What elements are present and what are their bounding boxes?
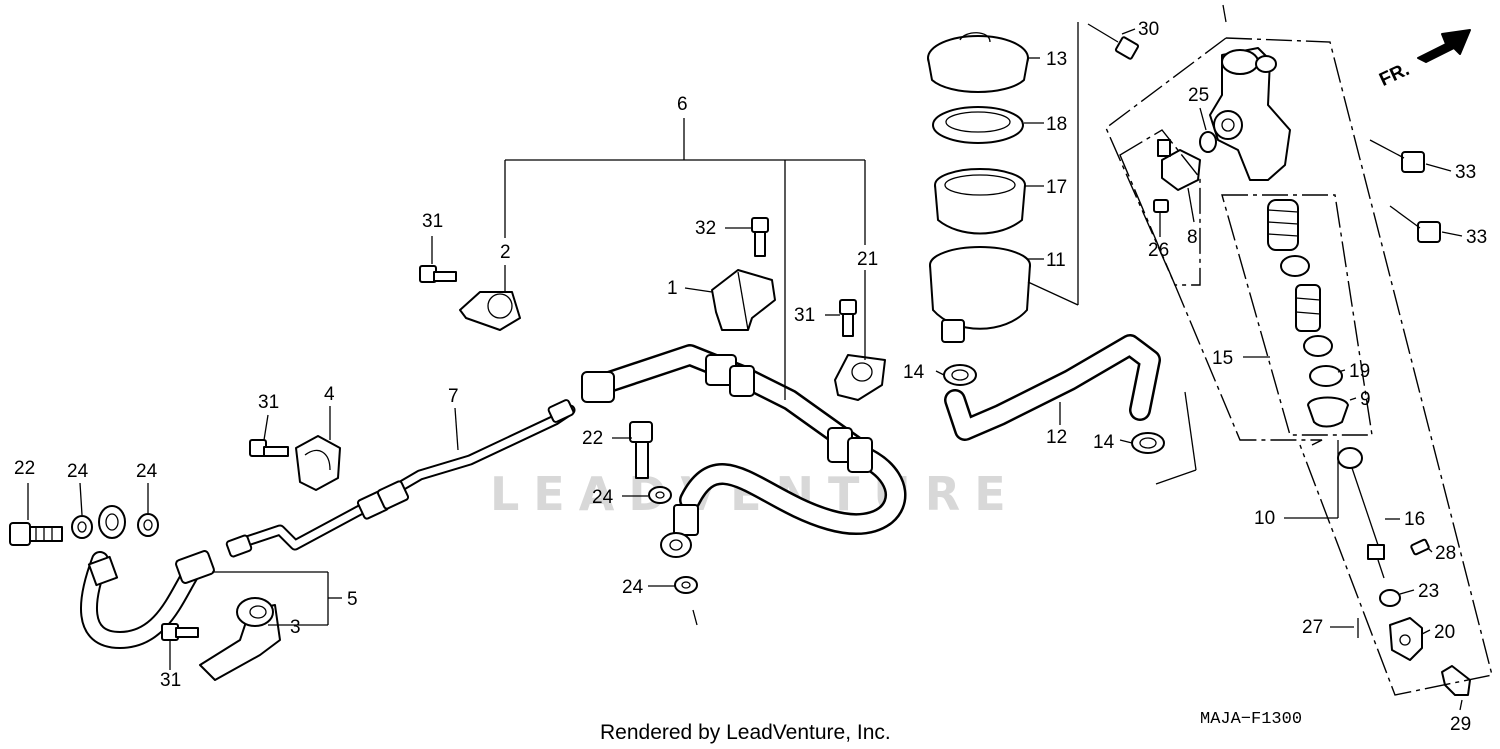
callout-22a[interactable]: 22 bbox=[14, 458, 35, 479]
boot-9[interactable] bbox=[1307, 396, 1349, 428]
hose-bracket-21[interactable] bbox=[834, 354, 886, 401]
push-rod-16[interactable] bbox=[1337, 447, 1385, 579]
bolt-31c[interactable] bbox=[249, 439, 289, 457]
group-outlines bbox=[212, 4, 1493, 696]
callout-24a[interactable]: 24 bbox=[67, 461, 89, 482]
callout-2[interactable]: 2 bbox=[500, 242, 511, 263]
reservoir-hose-12[interactable] bbox=[944, 334, 1161, 441]
brake-hose-assembly-6[interactable] bbox=[581, 344, 907, 558]
bolt-30[interactable] bbox=[1087, 23, 1140, 60]
callout-26[interactable]: 26 bbox=[1148, 240, 1169, 261]
callout-24b[interactable]: 24 bbox=[136, 461, 158, 482]
bolt-33a[interactable] bbox=[1369, 139, 1425, 173]
callout-7[interactable]: 7 bbox=[448, 386, 459, 407]
hose-bracket-3[interactable] bbox=[199, 597, 281, 681]
brake-pipe-7[interactable] bbox=[225, 399, 576, 558]
callout-24c[interactable]: 24 bbox=[592, 487, 614, 508]
callout-31c[interactable]: 31 bbox=[258, 392, 279, 413]
callout-25[interactable]: 25 bbox=[1188, 85, 1209, 106]
spring[interactable] bbox=[1267, 199, 1299, 251]
callout-27[interactable]: 27 bbox=[1302, 617, 1323, 638]
callout-14b[interactable]: 14 bbox=[1093, 432, 1115, 453]
connector-8[interactable] bbox=[1157, 139, 1201, 191]
callout-30[interactable]: 30 bbox=[1138, 19, 1159, 40]
callout-18[interactable]: 18 bbox=[1046, 114, 1067, 135]
front-marker-label: FR. bbox=[1376, 59, 1413, 91]
callout-31b[interactable]: 31 bbox=[794, 305, 815, 326]
callout-31a[interactable]: 31 bbox=[422, 211, 443, 232]
brake-hose-5[interactable] bbox=[80, 505, 215, 649]
plate-18[interactable] bbox=[932, 106, 1024, 144]
master-cylinder-body[interactable] bbox=[1209, 47, 1291, 181]
callout-20[interactable]: 20 bbox=[1434, 622, 1455, 643]
callout-3[interactable]: 3 bbox=[290, 617, 301, 638]
hose-clip-14b[interactable] bbox=[1131, 432, 1165, 454]
front-direction-arrow: FR. bbox=[1376, 29, 1471, 91]
bolt-31d[interactable] bbox=[161, 623, 199, 641]
reservoir-cap-13[interactable] bbox=[927, 32, 1029, 93]
callout-24d[interactable]: 24 bbox=[622, 577, 644, 598]
o-ring-25[interactable] bbox=[1199, 131, 1217, 153]
leader-lines bbox=[27, 28, 1463, 711]
callout-11[interactable]: 11 bbox=[1046, 250, 1066, 271]
callout-23[interactable]: 23 bbox=[1418, 581, 1439, 602]
hose-clip-14a[interactable] bbox=[943, 364, 977, 386]
callout-6[interactable]: 6 bbox=[677, 94, 688, 115]
screw-26[interactable] bbox=[1153, 199, 1169, 213]
callout-16[interactable]: 16 bbox=[1404, 509, 1425, 530]
callout-17[interactable]: 17 bbox=[1046, 177, 1067, 198]
circlip-19[interactable] bbox=[1309, 365, 1343, 387]
callout-33b[interactable]: 33 bbox=[1466, 227, 1487, 248]
seal[interactable] bbox=[1303, 335, 1333, 357]
callout-28[interactable]: 28 bbox=[1435, 543, 1456, 564]
callout-32[interactable]: 32 bbox=[695, 218, 716, 239]
diagram-code: MAJA−F1300 bbox=[1200, 710, 1302, 729]
bolt-32[interactable] bbox=[751, 217, 769, 257]
cup[interactable] bbox=[1280, 255, 1310, 277]
callout-9[interactable]: 9 bbox=[1360, 389, 1371, 410]
callout-22b[interactable]: 22 bbox=[582, 428, 603, 449]
callout-15[interactable]: 15 bbox=[1212, 348, 1233, 369]
callout-8[interactable]: 8 bbox=[1187, 227, 1198, 248]
hose-bracket-1[interactable] bbox=[711, 269, 776, 331]
piston[interactable] bbox=[1295, 284, 1321, 332]
callout-31d[interactable]: 31 bbox=[160, 670, 181, 691]
callouts: 1 2 3 4 5 6 7 8 9 10 11 12 13 14 14 15 1… bbox=[14, 19, 1487, 735]
callout-21[interactable]: 21 bbox=[857, 249, 878, 270]
footer-credit: Rendered by LeadVenture, Inc. bbox=[600, 721, 891, 744]
callout-29[interactable]: 29 bbox=[1450, 714, 1471, 735]
callout-13[interactable]: 13 bbox=[1046, 49, 1067, 70]
callout-4[interactable]: 4 bbox=[324, 384, 335, 405]
reservoir-11[interactable] bbox=[929, 246, 1031, 343]
callout-14a[interactable]: 14 bbox=[903, 362, 925, 383]
nut-23[interactable] bbox=[1379, 589, 1401, 607]
bolt-31b[interactable] bbox=[839, 299, 857, 337]
callout-12[interactable]: 12 bbox=[1046, 427, 1067, 448]
callout-5[interactable]: 5 bbox=[347, 589, 358, 610]
diaphragm-17[interactable] bbox=[934, 168, 1026, 235]
pin-28[interactable] bbox=[1410, 538, 1430, 556]
bolt-31a[interactable] bbox=[419, 265, 457, 283]
banjo-bolt-22b[interactable] bbox=[629, 421, 653, 479]
clamp-4[interactable] bbox=[295, 435, 341, 491]
clevis-20[interactable] bbox=[1389, 617, 1423, 661]
clamp-2[interactable] bbox=[459, 291, 521, 331]
callout-33a[interactable]: 33 bbox=[1455, 162, 1476, 183]
callout-19[interactable]: 19 bbox=[1349, 361, 1370, 382]
callout-10[interactable]: 10 bbox=[1254, 508, 1275, 529]
bolt-33b[interactable] bbox=[1389, 205, 1441, 243]
banjo-bolt-22[interactable] bbox=[9, 522, 63, 546]
callout-1[interactable]: 1 bbox=[667, 278, 678, 299]
